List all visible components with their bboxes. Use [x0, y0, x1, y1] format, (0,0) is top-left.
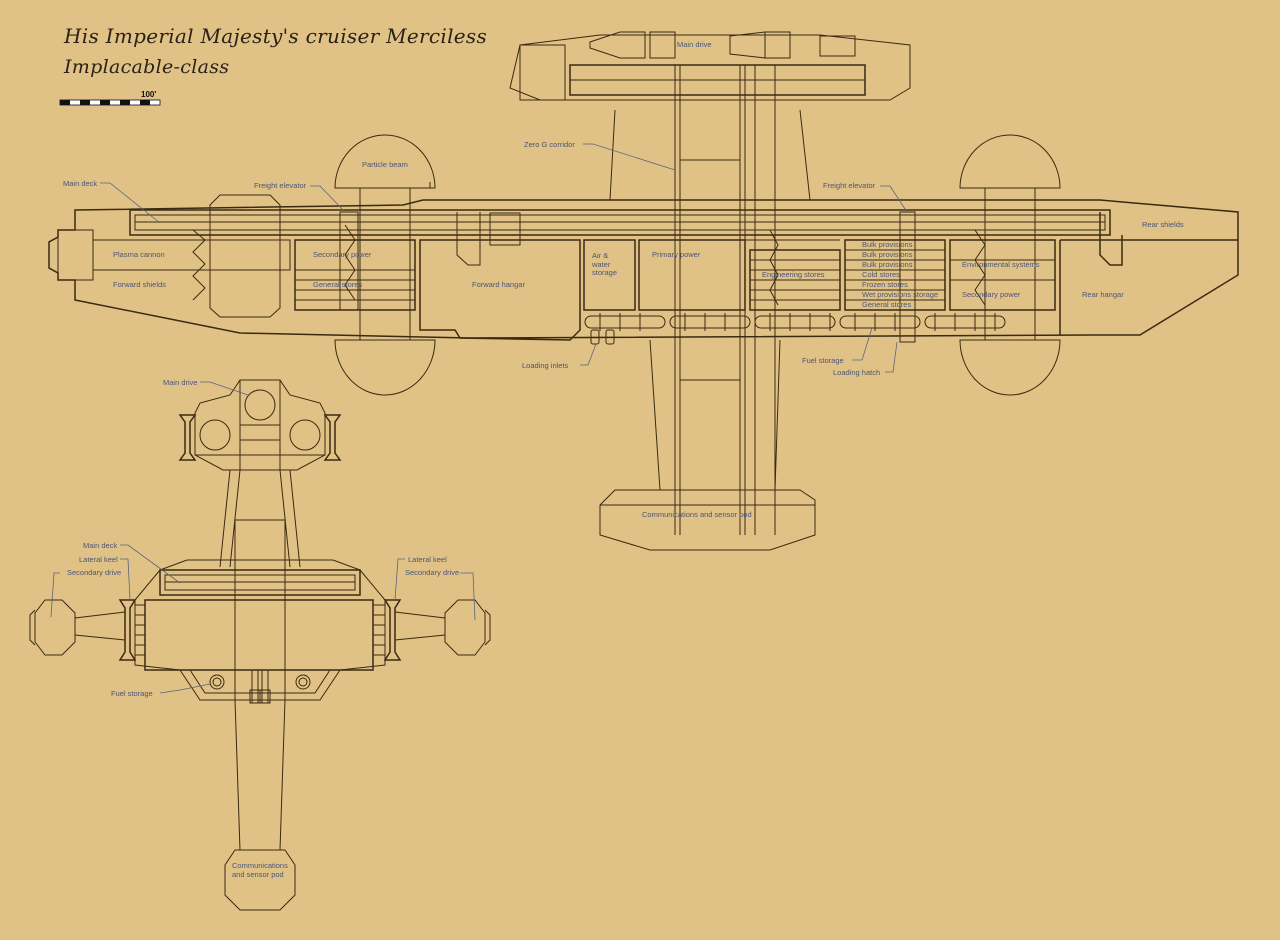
label-secondary-power-fwd: Secondary power [313, 250, 372, 259]
label-provisions-5: Frozen stores [862, 280, 908, 289]
label-engineering-stores: Engineering stores [762, 270, 825, 279]
label-rear-shields: Rear shields [1142, 220, 1184, 229]
fuel-storage-tubes [584, 313, 1006, 345]
label-zero-g-corridor: Zero G corridor [524, 140, 575, 149]
label-forward-shields: Forward shields [113, 280, 166, 289]
label-secondary-power-aft: Secondary power [962, 290, 1021, 299]
label-front-comms-1: Communications [232, 861, 288, 870]
label-front-main-drive: Main drive [163, 378, 198, 387]
label-comms-pod: Communications and sensor pod [642, 510, 752, 519]
ship-class: Implacable-class [64, 56, 230, 78]
label-front-fuel-storage: Fuel storage [111, 689, 153, 698]
label-general-stores-fwd: General stores [313, 280, 362, 289]
label-plasma-cannon: Plasma cannon [113, 250, 165, 259]
label-provisions-6: Wet provisions storage [862, 290, 938, 299]
label-lateral-keel-left: Lateral keel [79, 555, 118, 564]
label-loading-inlets: Loading inlets [522, 361, 569, 370]
label-main-deck: Main deck [63, 179, 97, 188]
label-front-main-deck: Main deck [83, 541, 117, 550]
label-rear-hangar: Rear hangar [1082, 290, 1124, 299]
label-forward-hangar: Forward hangar [472, 280, 525, 289]
label-main-drive: Main drive [677, 40, 712, 49]
label-environmental-systems: Environmental systems [962, 260, 1040, 269]
label-air-water-3: storage [592, 268, 617, 277]
label-freight-elevator-fwd: Freight elevator [254, 181, 307, 190]
label-provisions-7: General stores [862, 300, 911, 309]
label-secondary-drive-left: Secondary drive [67, 568, 121, 577]
ship-title: His Imperial Majesty's cruiser Merciless [64, 24, 488, 48]
scale-bar: 100' [59, 90, 161, 106]
label-primary-power: Primary power [652, 250, 701, 259]
label-provisions-3: Bulk provisions [862, 260, 913, 269]
scale-label: 100' [141, 90, 156, 99]
label-air-water-2: water [591, 260, 611, 269]
label-fuel-storage: Fuel storage [802, 356, 844, 365]
label-particle-beam: Particle beam [362, 160, 408, 169]
label-provisions-1: Bulk provisions [862, 240, 913, 249]
label-provisions-4: Cold stores [862, 270, 900, 279]
label-provisions-2: Bulk provisions [862, 250, 913, 259]
label-front-comms-2: and sensor pod [232, 870, 284, 879]
label-air-water-1: Air & [592, 251, 608, 260]
label-secondary-drive-right: Secondary drive [405, 568, 459, 577]
front-view: Main drive Main deck Lateral keel Second… [29, 378, 491, 911]
label-loading-hatch: Loading hatch [833, 368, 880, 377]
label-lateral-keel-right: Lateral keel [408, 555, 447, 564]
label-freight-elevator-aft: Freight elevator [823, 181, 876, 190]
side-view: Main drive Zero G corridor Particle beam… [48, 31, 1239, 551]
